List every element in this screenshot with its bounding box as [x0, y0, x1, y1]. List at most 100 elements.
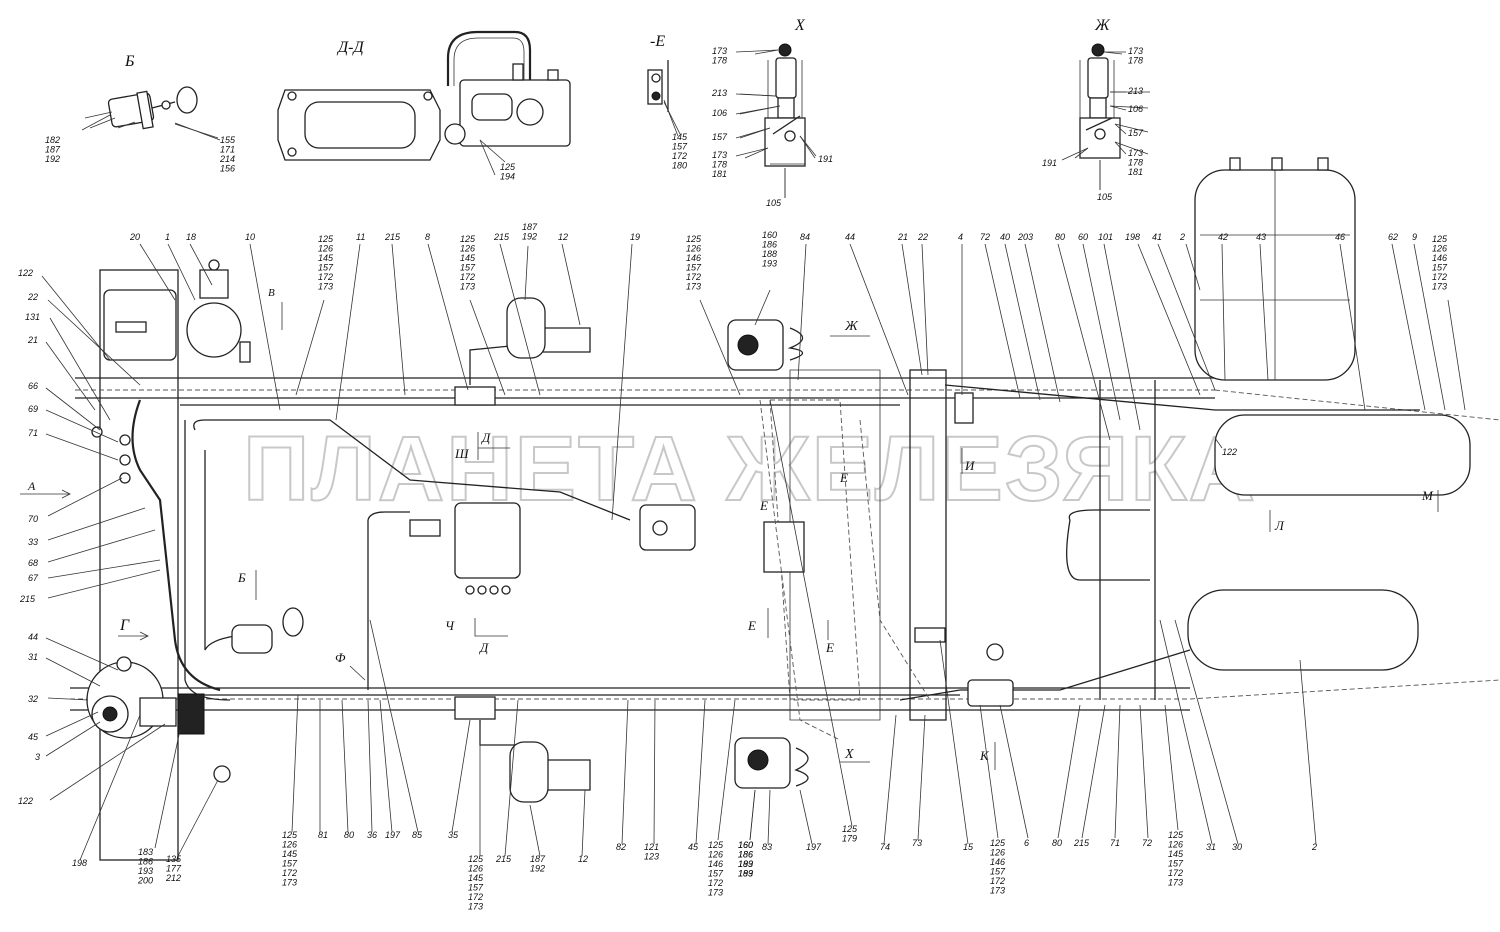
callout-c_x_213: 213: [711, 88, 727, 98]
leader-t40: [1004, 243, 1041, 401]
leader-b215: [504, 699, 519, 857]
leader-b80b: [1057, 704, 1081, 839]
callout-t18: 18: [186, 232, 196, 242]
leader-b80: [341, 699, 349, 833]
leader-b83: [767, 789, 771, 845]
leader-b183: [154, 729, 181, 849]
leader-c_zh_173b: [1114, 141, 1127, 155]
leader-t198a: [1137, 243, 1201, 396]
receiver-lower-right: [1187, 589, 1419, 671]
leader-t46: [1339, 243, 1366, 411]
marker-i: И: [964, 458, 975, 473]
marker-ch: Ч: [445, 618, 455, 633]
leader-b85: [369, 619, 419, 833]
leader-b125d: [769, 399, 853, 827]
leader-t19: [611, 243, 633, 521]
leader-b135: [177, 779, 219, 857]
leader-t215a: [391, 243, 406, 396]
leader-l67: [47, 559, 161, 579]
leader-t21a: [901, 243, 923, 376]
callout-b215: 215: [495, 854, 512, 864]
callout-t44a: 44: [845, 232, 855, 242]
callout-m122: 122: [1222, 447, 1237, 457]
chamber-upper: [506, 297, 546, 359]
marker-k: К: [979, 748, 990, 763]
marker-sh: Ш: [454, 446, 470, 461]
callout-l66: 66: [28, 381, 38, 391]
callout-l31: 31: [28, 652, 38, 662]
callout-l122b: 122: [18, 796, 33, 806]
leader-c_x_173: [735, 49, 779, 53]
callout-b83: 83: [762, 842, 772, 852]
callout-t20: 20: [129, 232, 140, 242]
leader-t11: [335, 243, 361, 421]
callout-t84: 84: [800, 232, 810, 242]
leader-b197a: [379, 699, 393, 833]
callout-l68: 68: [28, 558, 38, 568]
leader-l31: [45, 657, 101, 687]
marker-m: М: [1421, 488, 1434, 503]
leader-b6: [999, 704, 1029, 839]
callout-t11: 11: [356, 232, 365, 242]
marker-e3: Е: [747, 618, 756, 633]
callout-b80: 80: [344, 830, 354, 840]
leader-b73: [917, 714, 926, 841]
watermark-text: ПЛАНЕТА ЖЕЛЕЗЯКА: [243, 418, 1257, 520]
callout-t80a: 80: [1055, 232, 1065, 242]
leader-b12: [581, 789, 586, 857]
leader-b72: [1139, 704, 1149, 839]
leader-b125c: [717, 699, 736, 841]
marker-zh2: Ж: [844, 319, 859, 334]
view-title-zh: Ж: [1094, 17, 1111, 34]
valve-block: [177, 693, 205, 735]
marker-a: А: [27, 479, 36, 493]
leader-c_x_173b: [735, 147, 769, 157]
callout-t10: 10: [245, 232, 255, 242]
callout-t9: 9: [1412, 232, 1417, 242]
callout-b15: 15: [963, 842, 974, 852]
leader-t22a: [921, 243, 929, 376]
callout-l122a: 122: [18, 268, 33, 278]
leader-c_x_191: [799, 135, 817, 157]
leader-t44a: [849, 243, 909, 396]
callout-t41: 41: [1152, 232, 1162, 242]
leader-l21: [45, 341, 96, 411]
callout-l215: 215: [19, 594, 36, 604]
chamber-lower: [509, 741, 549, 803]
marker-d1: Д: [480, 430, 491, 445]
marker-v: В: [268, 287, 275, 299]
leader-t9: [1413, 243, 1446, 411]
callout-t198a: 198: [1125, 232, 1140, 242]
leader-b160: [749, 789, 756, 841]
leader-b36: [367, 699, 373, 833]
leader-t101: [1103, 243, 1141, 431]
leader-t62: [1391, 243, 1426, 411]
leader-t125d: [1447, 299, 1466, 411]
callout-c_zh_191: 191: [1042, 158, 1057, 168]
brake-chamber-left: [231, 624, 273, 654]
leader-c_x_157: [735, 127, 771, 139]
callout-t42: 42: [1218, 232, 1228, 242]
leader-l22: [47, 299, 141, 386]
callout-t215b: 215: [493, 232, 510, 242]
callout-l67: 67: [28, 573, 39, 583]
callout-b215b: 215: [1073, 838, 1090, 848]
leader-l44: [45, 637, 119, 671]
callout-l131: 131: [25, 312, 40, 322]
callout-l71: 71: [28, 428, 38, 438]
leader-t43: [1259, 243, 1269, 381]
view-title-dd: Д-Д: [336, 39, 365, 56]
